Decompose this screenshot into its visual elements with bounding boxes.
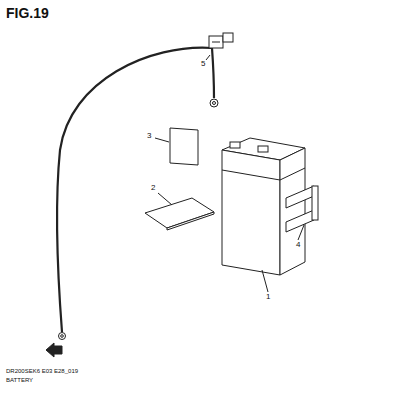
callout-number: 1: [266, 293, 270, 302]
battery-pad-small: [155, 128, 198, 165]
front-arrow: [46, 343, 62, 357]
figure-caption: BATTERY: [6, 377, 33, 384]
battery: [222, 138, 305, 292]
callout-number: 5: [201, 60, 205, 69]
battery-harness: [57, 33, 233, 340]
callout-number: 3: [147, 132, 151, 141]
battery-pad-large: [145, 193, 214, 230]
figure-title: FIG.19: [6, 6, 49, 21]
callout-number: 2: [151, 184, 155, 193]
battery-strap: [286, 186, 318, 240]
callout-number: 4: [296, 241, 300, 250]
figure-code: DR200SEK6 E03 E28_019: [6, 368, 78, 375]
